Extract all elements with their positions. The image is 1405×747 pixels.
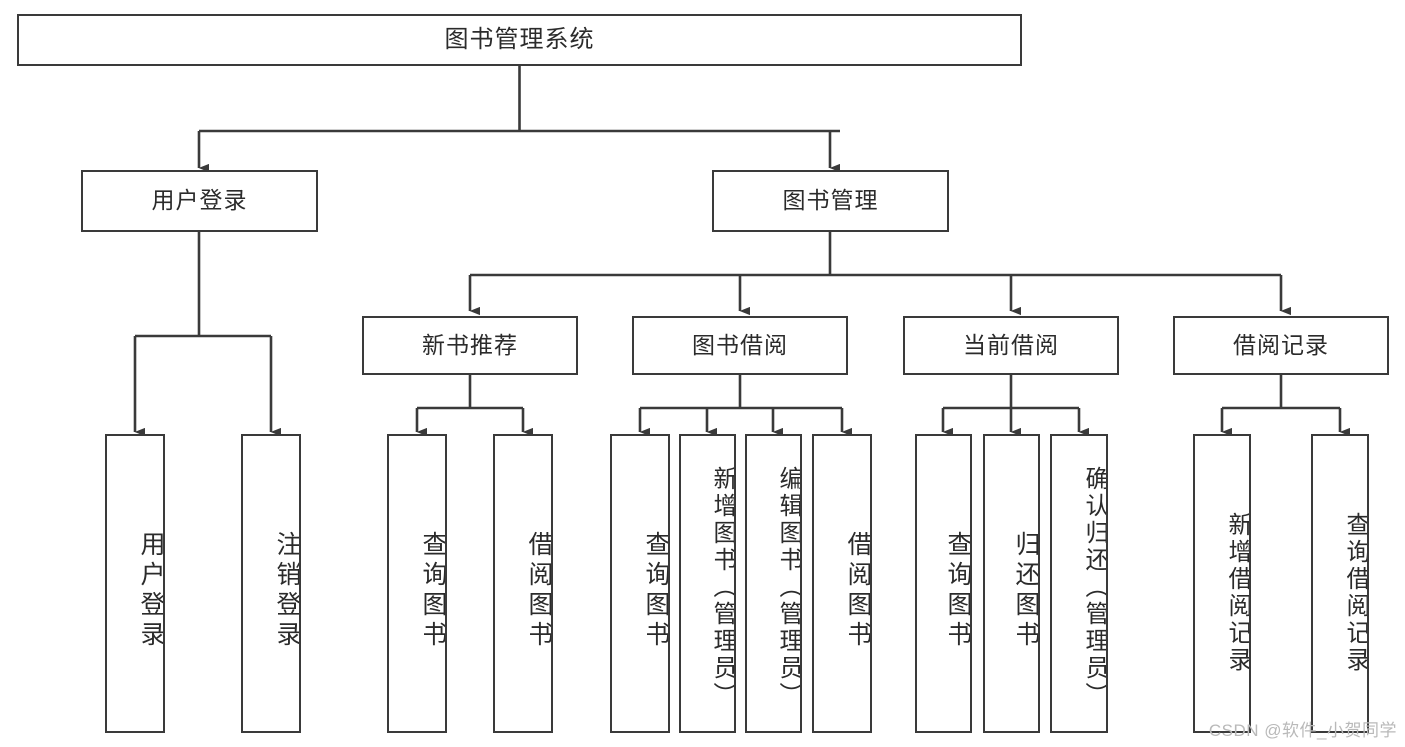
leaf-add-borrow-record[interactable]: 新增借阅记录 [1193,434,1251,733]
node-label: 确认归还（管理员） [1081,466,1108,709]
leaf-add-book[interactable]: 新增图书（管理员） [679,434,736,733]
node-label: 用户登录 [151,187,248,214]
leaf-user-logout[interactable]: 注销登录 [241,434,301,733]
leaf-query-book-recommend[interactable]: 查询图书 [387,434,447,733]
node-user-login[interactable]: 用户登录 [81,170,318,232]
node-label: 查询借阅记录 [1342,511,1369,674]
leaf-user-login[interactable]: 用户登录 [105,434,165,733]
node-book-management-system[interactable]: 图书管理系统 [17,14,1022,66]
node-label: 归还图书 [1012,530,1040,651]
leaf-query-borrow-record[interactable]: 查询借阅记录 [1311,434,1369,733]
node-book-management[interactable]: 图书管理 [712,170,949,232]
leaf-borrow-book-borrow[interactable]: 借阅图书 [812,434,872,733]
leaf-borrow-book-recommend[interactable]: 借阅图书 [493,434,553,733]
node-label: 图书管理 [782,187,879,214]
node-label: 查询图书 [944,530,972,651]
watermark-text: CSDN @软件_小贺同学 [1208,721,1397,740]
node-label: 借阅图书 [844,530,872,651]
node-label: 用户登录 [137,530,165,651]
node-book-borrow[interactable]: 图书借阅 [632,316,848,375]
leaf-query-book-current[interactable]: 查询图书 [915,434,972,733]
node-label: 注销登录 [273,530,301,651]
leaf-return-book[interactable]: 归还图书 [983,434,1040,733]
node-label: 当前借阅 [963,331,1059,358]
node-label: 新书推荐 [422,331,518,358]
node-borrow-record[interactable]: 借阅记录 [1173,316,1389,375]
node-label: 图书管理系统 [444,25,595,53]
leaf-query-book-borrow[interactable]: 查询图书 [610,434,670,733]
node-new-book-recommend[interactable]: 新书推荐 [362,316,578,375]
node-label: 查询图书 [419,530,447,651]
node-label: 查询图书 [642,530,670,651]
node-label: 新增图书（管理员） [709,466,736,709]
leaf-edit-book[interactable]: 编辑图书（管理员） [745,434,802,733]
node-label: 借阅记录 [1233,331,1329,358]
node-current-borrow[interactable]: 当前借阅 [903,316,1119,375]
node-label: 图书借阅 [692,331,788,358]
node-label: 借阅图书 [525,530,553,651]
leaf-confirm-return[interactable]: 确认归还（管理员） [1050,434,1108,733]
node-label: 编辑图书（管理员） [775,466,802,709]
node-label: 新增借阅记录 [1224,511,1251,674]
